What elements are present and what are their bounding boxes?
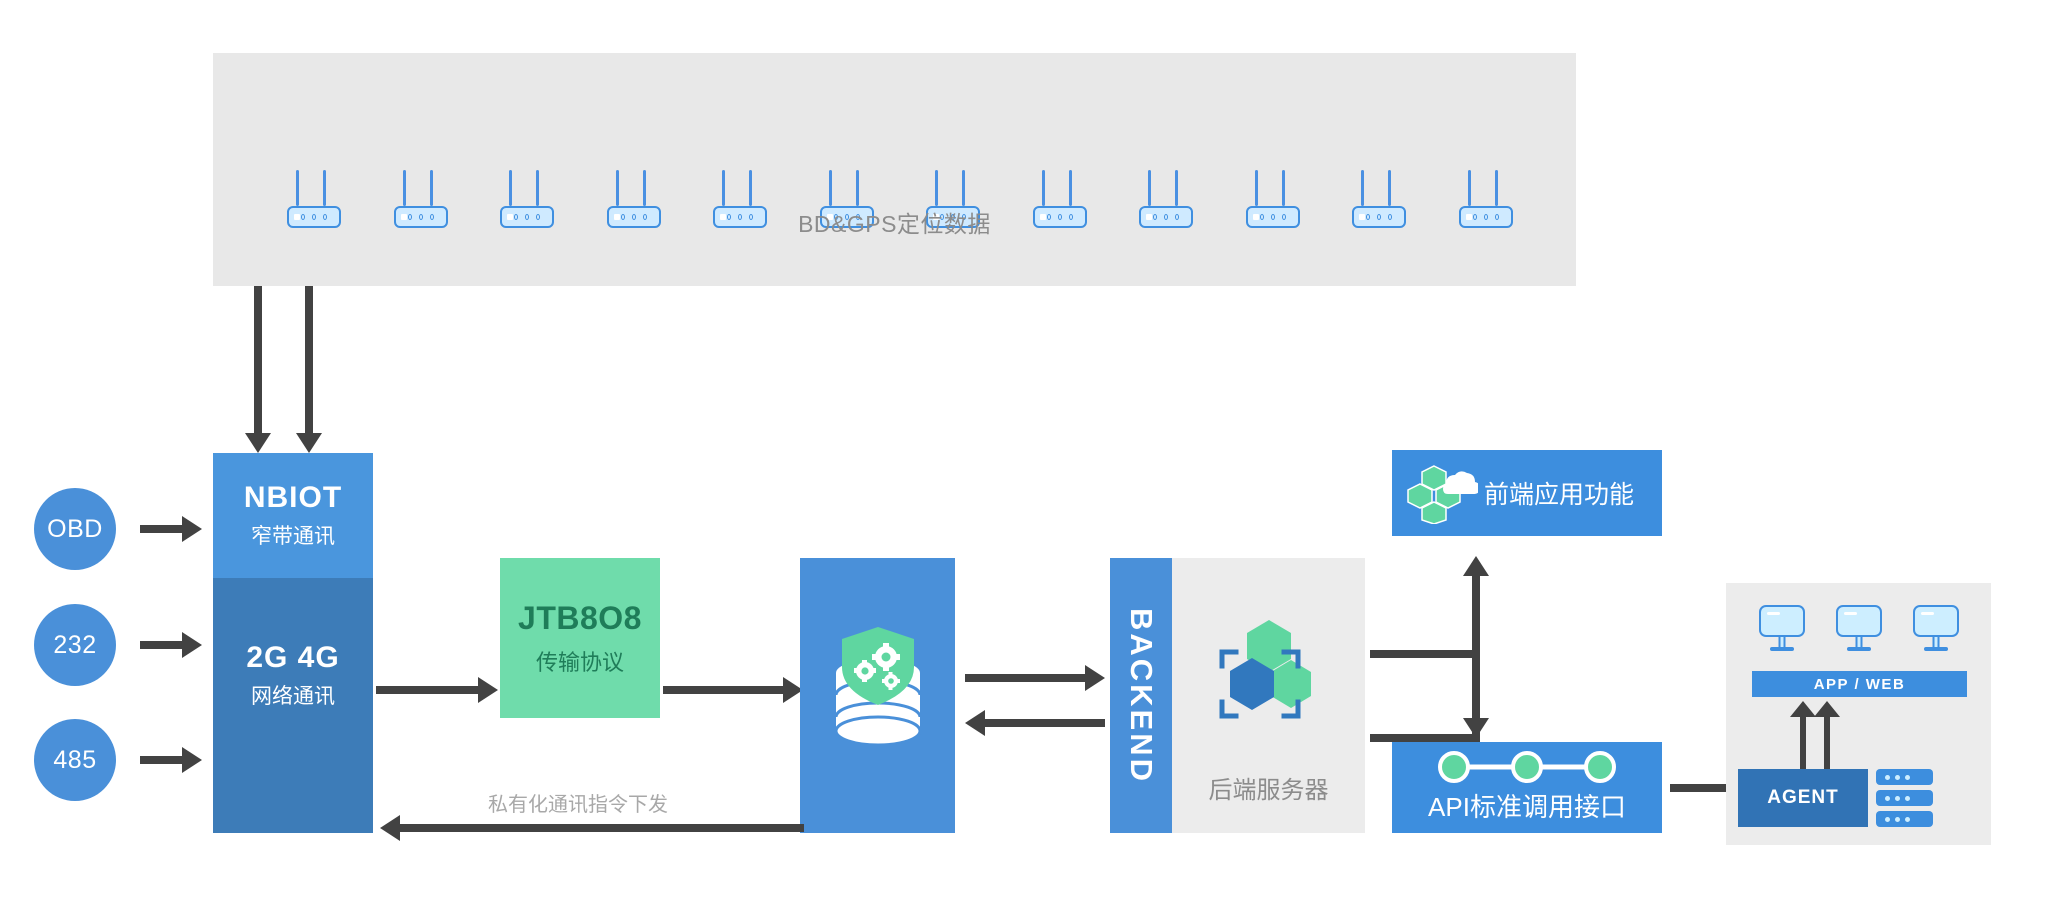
router-icon — [1137, 170, 1195, 228]
comm-cellular-subtitle: 网络通讯 — [251, 685, 335, 708]
protocol-box[interactable]: JTB8O8 传输协议 — [500, 558, 660, 718]
appweb-label: APP / WEB — [1813, 675, 1906, 693]
router-icon — [818, 170, 876, 228]
agent-label: AGENT — [1767, 787, 1839, 808]
router-icon — [1244, 170, 1302, 228]
arrow-agent-to-appweb-1 — [1790, 701, 1816, 771]
arrow-devices-to-comm-2 — [296, 286, 322, 453]
router-icon — [711, 170, 769, 228]
backend-box[interactable]: BACKEND 后端服务器 — [1110, 558, 1365, 833]
arrow-protocol-to-database — [663, 677, 803, 703]
input-circle-232-label: 232 — [53, 630, 97, 659]
backend-label: 后端服务器 — [1208, 777, 1329, 804]
monitor-icon — [1759, 605, 1806, 653]
router-icon — [605, 170, 663, 228]
input-circle-485[interactable]: 485 — [34, 719, 116, 801]
communication-stack: NBIOT 窄带通讯 2G 4G 网络通讯 — [213, 453, 373, 833]
comm-cell-cellular[interactable]: 2G 4G 网络通讯 — [213, 578, 373, 833]
comm-cellular-title: 2G 4G — [246, 641, 340, 674]
backend-vertical-bar: BACKEND — [1110, 558, 1172, 833]
monitor-icon — [1835, 605, 1882, 653]
feedback-label: 私有化通讯指令下发 — [488, 794, 668, 816]
router-row — [285, 168, 1515, 228]
input-circle-232[interactable]: 232 — [34, 604, 116, 686]
secure-database-icon — [834, 626, 921, 745]
comm-cell-nbiot[interactable]: NBIOT 窄带通讯 — [213, 453, 373, 578]
router-icon — [392, 170, 450, 228]
arrow-232-to-comm — [140, 632, 202, 658]
server-rack-stack — [1876, 769, 1933, 832]
server-rack-icon — [1876, 811, 1933, 827]
agent-box[interactable]: AGENT — [1738, 769, 1868, 827]
arrow-comm-to-protocol — [376, 677, 498, 703]
arrow-obd-to-comm — [140, 516, 202, 542]
arrow-agent-to-appweb-2 — [1814, 701, 1840, 771]
router-icon — [924, 170, 982, 228]
arrow-backend-to-api — [1370, 650, 1535, 742]
arrow-485-to-comm — [140, 747, 202, 773]
backend-vertical-label: BACKEND — [1124, 607, 1159, 784]
appweb-bar[interactable]: APP / WEB — [1752, 671, 1967, 697]
device-panel: BD&GPS定位数据 — [213, 53, 1576, 286]
arrow-backend-to-database — [965, 710, 1105, 736]
frontend-box[interactable]: 前端应用功能 — [1392, 450, 1662, 536]
arrow-feedback-to-comm — [380, 815, 804, 841]
secure-database-box[interactable] — [800, 558, 955, 833]
input-circle-485-label: 485 — [53, 745, 97, 774]
input-circle-obd[interactable]: OBD — [34, 488, 116, 570]
protocol-title: JTB8O8 — [518, 599, 642, 636]
monitor-icon — [1912, 605, 1959, 653]
router-icon — [285, 170, 343, 228]
frontend-label: 前端应用功能 — [1484, 481, 1635, 509]
node-link-icon — [1438, 751, 1616, 783]
comm-nbiot-title: NBIOT — [243, 481, 343, 514]
cloud-cubes-icon — [1407, 465, 1478, 524]
router-icon — [1457, 170, 1515, 228]
arrow-devices-to-comm-1 — [245, 286, 271, 453]
hexagon-cluster-icon — [1219, 620, 1311, 719]
server-rack-icon — [1876, 790, 1933, 806]
router-icon — [1031, 170, 1089, 228]
server-rack-icon — [1876, 769, 1933, 785]
api-box[interactable]: API标准调用接口 — [1392, 742, 1662, 833]
client-panel: APP / WEB AGENT — [1726, 583, 1991, 845]
arrow-database-to-backend — [965, 665, 1105, 691]
api-label: API标准调用接口 — [1428, 792, 1626, 822]
input-circle-obd-label: OBD — [47, 514, 103, 543]
monitor-row — [1744, 605, 1974, 653]
device-panel-label: BD&GPS定位数据 — [798, 211, 991, 237]
protocol-subtitle: 传输协议 — [535, 649, 624, 675]
comm-nbiot-subtitle: 窄带通讯 — [251, 525, 335, 548]
router-icon — [498, 170, 556, 228]
router-icon — [1350, 170, 1408, 228]
